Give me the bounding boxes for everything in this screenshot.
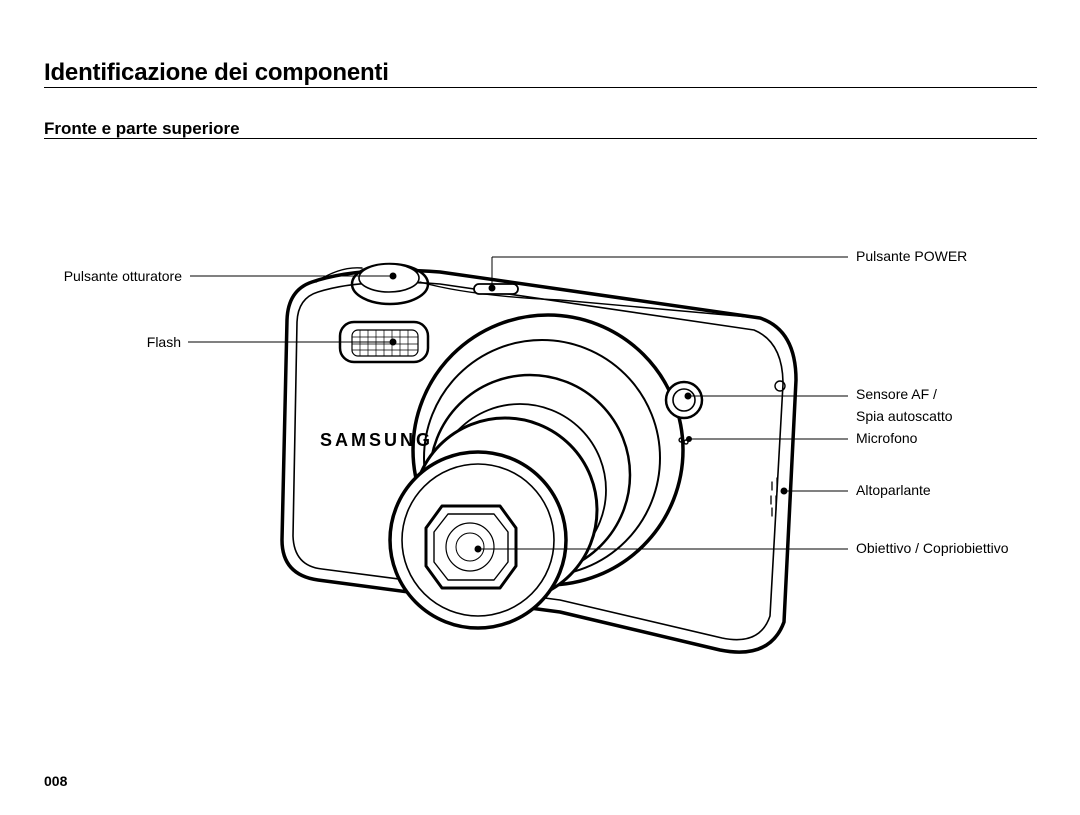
- af-sensor-inner: [672, 388, 696, 412]
- callout-dot-speaker: [780, 487, 788, 495]
- lens-front-inner: [401, 463, 555, 617]
- callout-dot-power: [488, 284, 496, 292]
- af-sensor-outer: [664, 380, 704, 420]
- speaker-grille: [770, 477, 778, 517]
- strap-eyelet: [774, 380, 786, 392]
- flash-inner: [351, 329, 419, 357]
- lens-cover: [424, 504, 518, 590]
- label-shutter-button: Pulsante otturatore: [63, 268, 182, 284]
- label-self-timer-lamp: Spia autoscatto: [856, 408, 953, 424]
- samsung-logo: SAMSUNG: [320, 430, 433, 450]
- page-title: Identificazione dei componenti: [44, 59, 389, 86]
- page-number: 008: [44, 773, 68, 789]
- lens-cover-inner: [433, 513, 509, 581]
- label-af-sensor: Sensore AF /: [856, 386, 937, 402]
- lens-glass: [445, 522, 495, 572]
- label-power-button: Pulsante POWER: [856, 248, 968, 264]
- label-lens: Obiettivo / Copriobiettivo: [856, 540, 1009, 556]
- callout-dot-mic: [686, 436, 692, 442]
- section-title: Fronte e parte superiore: [44, 119, 240, 138]
- callout-dot-flash: [389, 338, 397, 346]
- callout-dot-lens: [474, 545, 482, 553]
- callout-dot-shutter: [389, 272, 397, 280]
- title-divider: [44, 87, 1037, 88]
- power-button: [473, 283, 519, 295]
- label-flash: Flash: [146, 334, 181, 350]
- shutter-shadow: [315, 267, 363, 283]
- label-microphone: Microfono: [856, 430, 918, 446]
- callout-dot-af: [684, 392, 692, 400]
- shutter-button-top: [358, 263, 420, 293]
- camera-top-edge: [419, 281, 761, 319]
- label-speaker: Altoparlante: [856, 482, 931, 498]
- lens-front-ring: [388, 450, 568, 630]
- section-divider: [44, 138, 1037, 139]
